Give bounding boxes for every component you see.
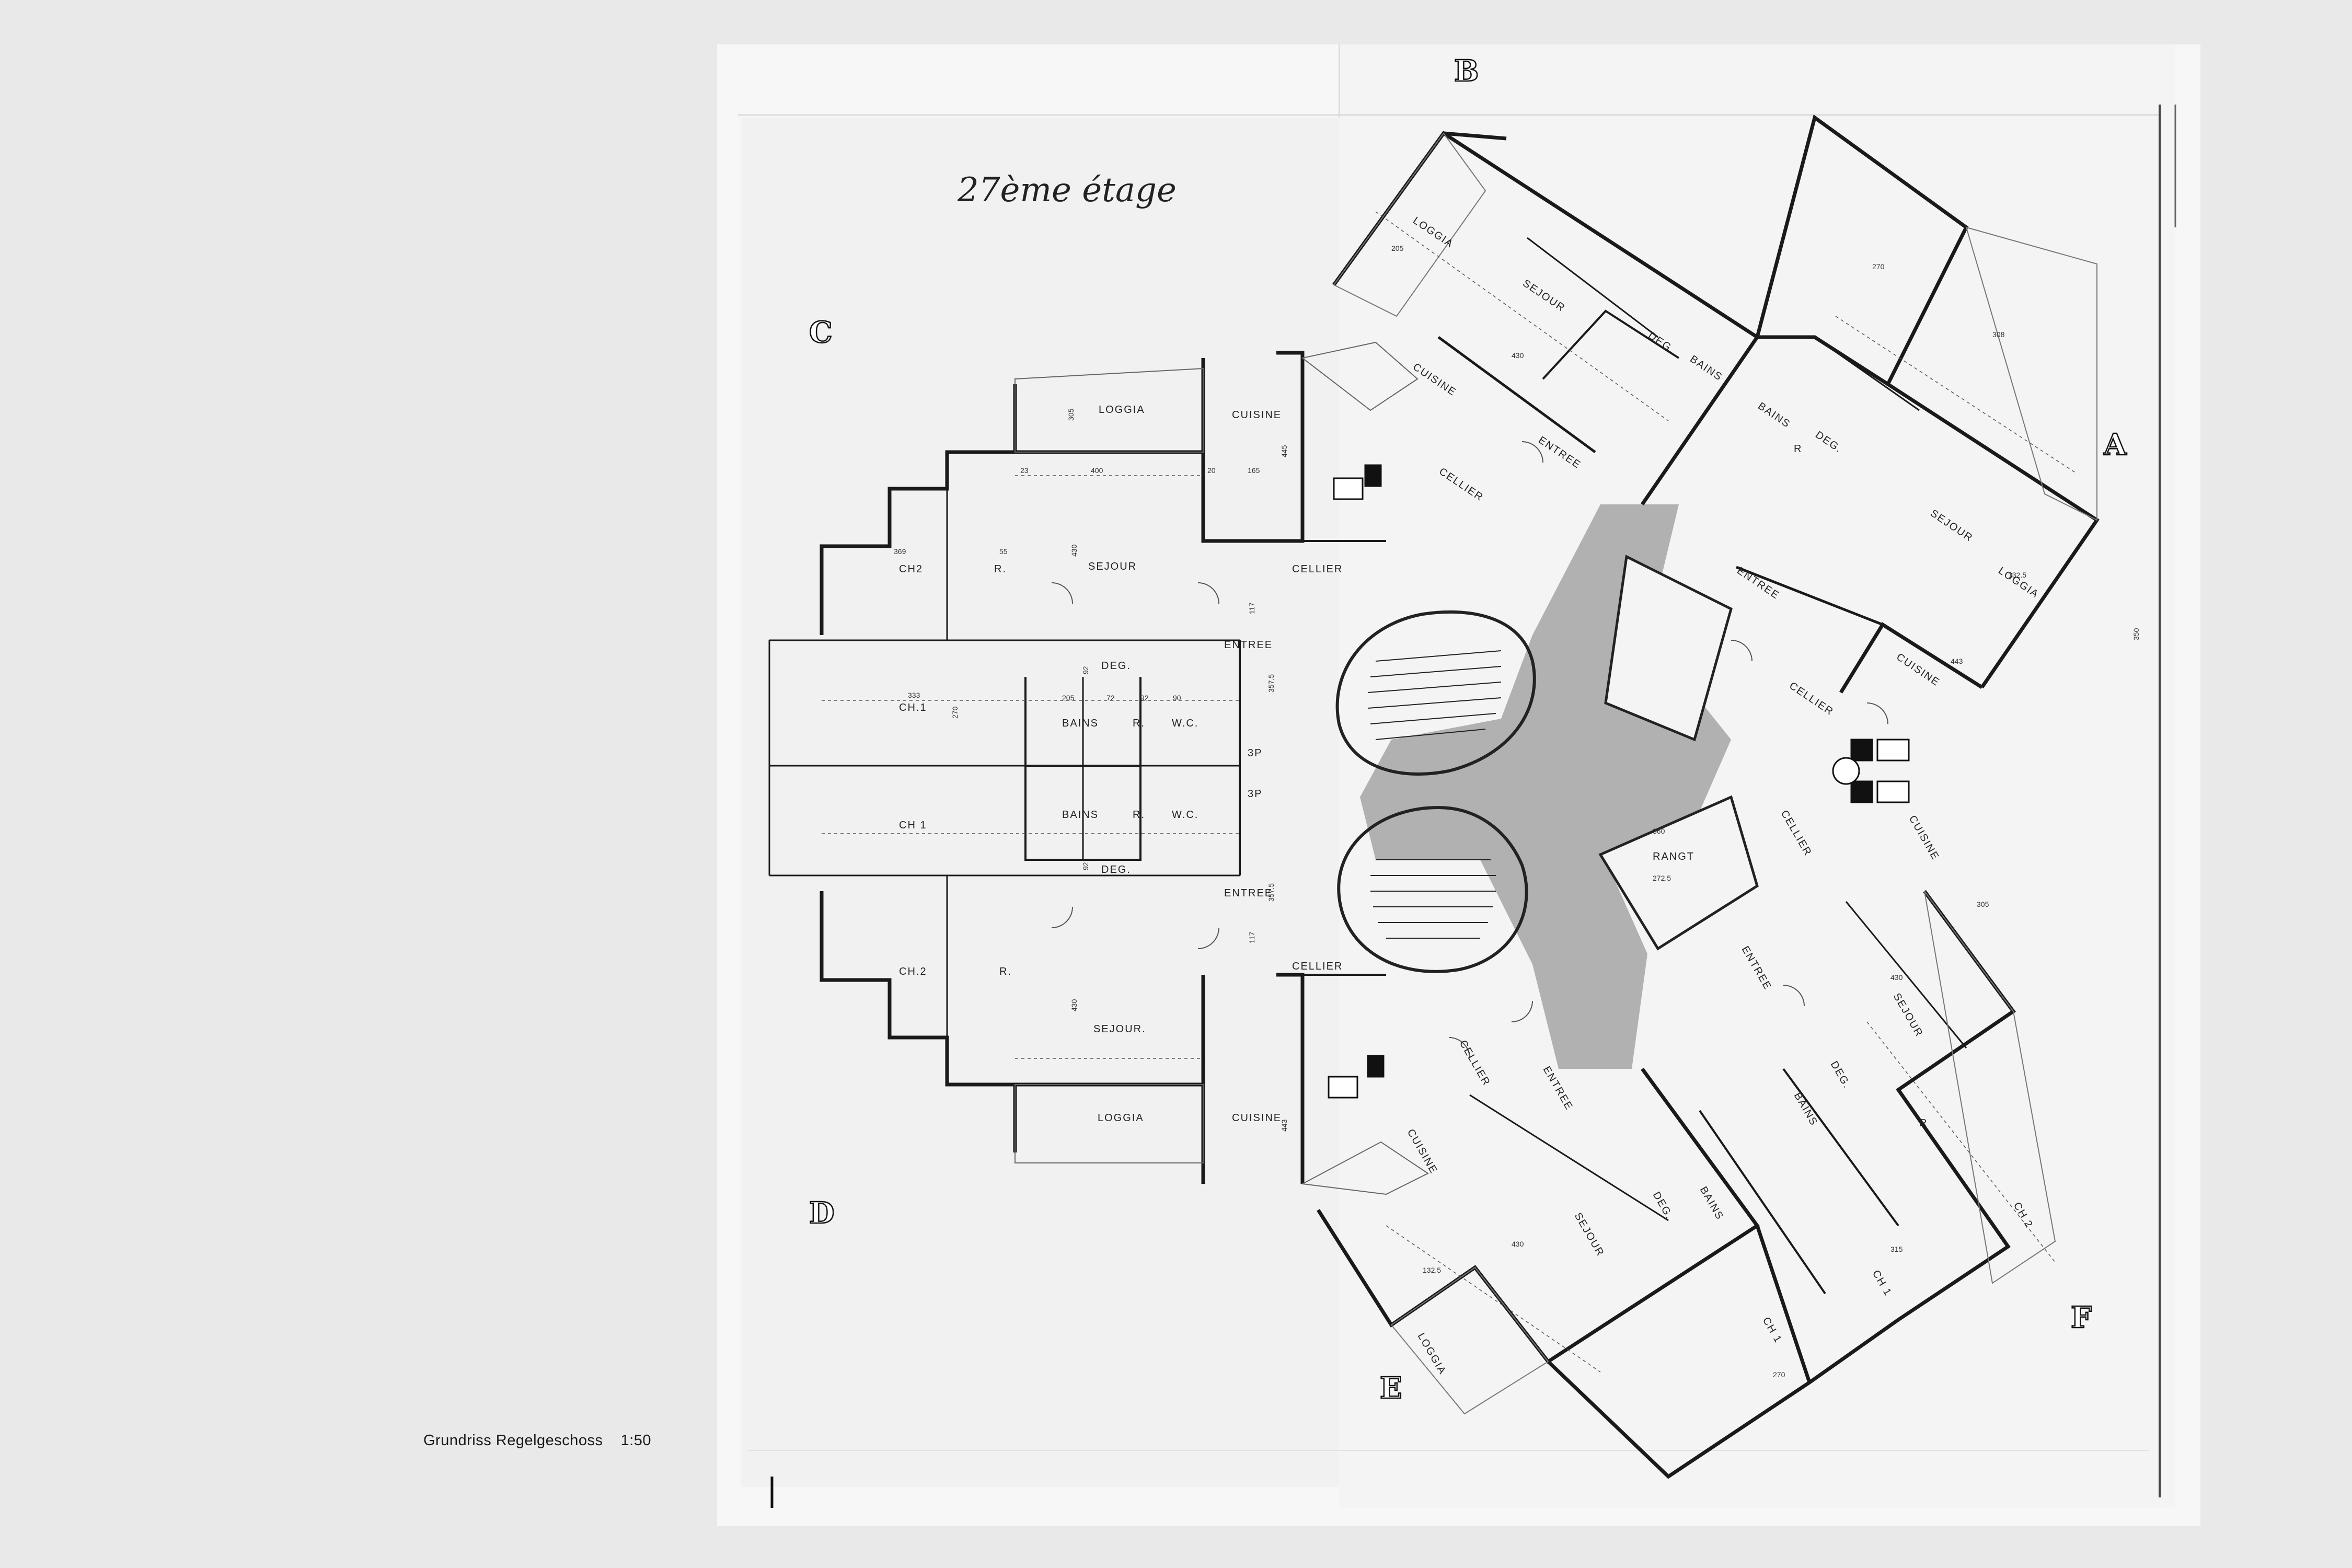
room-label-sejour-d: SEJOUR. <box>1093 1023 1146 1035</box>
dim-315: 315 <box>1890 1245 1903 1253</box>
room-label-cellier-c: CELLIER <box>1292 563 1343 575</box>
dim-1325-e: 132.5 <box>1423 1266 1441 1274</box>
wing-label-d: D <box>809 1196 835 1230</box>
dim-350: 350 <box>2132 628 2140 640</box>
dim-445: 445 <box>1280 445 1288 457</box>
room-label-loggia-d: LOGGIA <box>1098 1112 1144 1124</box>
room-label-sejour-c: SEJOUR <box>1088 561 1137 572</box>
dim-270-a: 270 <box>1872 262 1885 271</box>
room-label-r-c1: R. <box>994 563 1007 575</box>
room-label-r-f: R <box>1919 1117 1928 1129</box>
dimension-lines <box>822 211 2077 1373</box>
wing-label-c: C <box>809 315 833 350</box>
room-label-3p-c: 3P <box>1248 747 1262 759</box>
floor-note: 27ème étage <box>957 171 1177 210</box>
wing-label-a: A <box>2103 428 2127 462</box>
room-label-ch1-dot-c: CH.1 <box>899 702 927 713</box>
dim-117-c: 117 <box>1248 602 1256 614</box>
dim-92-c2: 92 <box>1140 694 1149 702</box>
dim-360: 360 <box>1653 827 1665 835</box>
room-label-rangt: RANGT <box>1653 851 1694 862</box>
wing-label-b: B <box>1454 54 1479 88</box>
dim-400: 400 <box>1091 466 1103 475</box>
dim-430-b: 430 <box>1512 351 1524 360</box>
room-label-r-a: R <box>1794 443 1802 455</box>
door-swings <box>1051 441 1888 1059</box>
room-label-r-c2: R. <box>1133 718 1145 729</box>
room-label-loggia-c: LOGGIA <box>1099 404 1145 416</box>
stair-cores <box>1335 610 1536 973</box>
wing-label-e: E <box>1380 1371 1402 1405</box>
dim-23: 23 <box>1020 466 1029 475</box>
room-label-3p-d: 3P <box>1248 788 1262 800</box>
dim-430-d: 430 <box>1070 999 1078 1011</box>
room-label-ch2-d: CH.2 <box>899 966 927 977</box>
dim-369: 369 <box>894 547 906 556</box>
dim-117-d: 117 <box>1248 931 1256 943</box>
room-label-wc-d: W.C. <box>1172 809 1198 821</box>
dim-270: 270 <box>951 706 959 719</box>
dim-3575-c: 357.5 <box>1267 674 1275 693</box>
room-label-wc-c: W.C. <box>1172 718 1198 729</box>
dim-308: 308 <box>1992 330 2005 339</box>
dim-443-d: 443 <box>1280 1119 1288 1132</box>
dim-333: 333 <box>908 691 920 699</box>
caption-scale: 1:50 <box>620 1432 651 1449</box>
dim-430-f: 430 <box>1890 973 1903 982</box>
floor-plan-drawing: B A C D E F 27ème étage LOGGIA CUISINE S… <box>717 44 2200 1526</box>
dim-72: 72 <box>1106 694 1115 702</box>
north-loggia-outlines <box>1333 132 2097 521</box>
dim-2725: 272.5 <box>1653 874 1671 882</box>
dim-443-a: 443 <box>1951 657 1963 665</box>
figure-caption: Grundriss Regelgeschoss 1:50 <box>423 1432 651 1449</box>
dim-305-f: 305 <box>1977 900 1989 908</box>
room-label-cuisine-d: CUISINE <box>1232 1112 1282 1124</box>
dim-55: 55 <box>999 547 1008 556</box>
dim-90: 90 <box>1173 694 1181 702</box>
room-label-bains-d: BAINS <box>1062 809 1099 821</box>
dim-3575-d: 357.5 <box>1267 883 1275 902</box>
west-loggia-outlines <box>1014 341 1429 1195</box>
dim-165: 165 <box>1248 466 1260 475</box>
room-label-deg-d: DEG. <box>1101 864 1131 875</box>
dim-205-b: 205 <box>1391 244 1404 252</box>
room-label-ch2-c: CH2 <box>899 563 923 575</box>
central-core <box>1360 504 1759 1069</box>
kitchen-fixtures <box>1328 464 1910 1099</box>
room-label-entree-d: ENTREE <box>1224 887 1273 899</box>
wing-label-f: F <box>2071 1300 2092 1335</box>
dim-1325-a: 132.5 <box>2008 571 2026 579</box>
room-label-entree-c: ENTREE <box>1224 639 1273 651</box>
room-label-ch1-d: CH 1 <box>899 820 927 831</box>
dim-20: 20 <box>1207 466 1216 475</box>
room-label-r-d1: R. <box>1133 809 1145 821</box>
dim-430-c: 430 <box>1070 544 1078 557</box>
floor-plan-sheet: B A C D E F 27ème étage LOGGIA CUISINE S… <box>717 44 2200 1526</box>
room-label-cellier-d: CELLIER <box>1292 961 1343 972</box>
room-label-r-d2: R. <box>999 966 1012 977</box>
dim-270-e: 270 <box>1773 1370 1785 1379</box>
room-label-bains-c: BAINS <box>1062 718 1099 729</box>
dim-305: 305 <box>1067 408 1075 421</box>
dim-430-e: 430 <box>1512 1240 1524 1248</box>
caption-title: Grundriss Regelgeschoss <box>423 1432 603 1449</box>
dim-92-d: 92 <box>1081 862 1090 870</box>
room-label-deg-c: DEG. <box>1101 660 1131 672</box>
room-label-cuisine-c: CUISINE <box>1232 409 1282 421</box>
south-loggia-outlines <box>1390 891 2056 1415</box>
dim-92-c: 92 <box>1081 666 1090 674</box>
dim-205: 205 <box>1062 694 1075 702</box>
